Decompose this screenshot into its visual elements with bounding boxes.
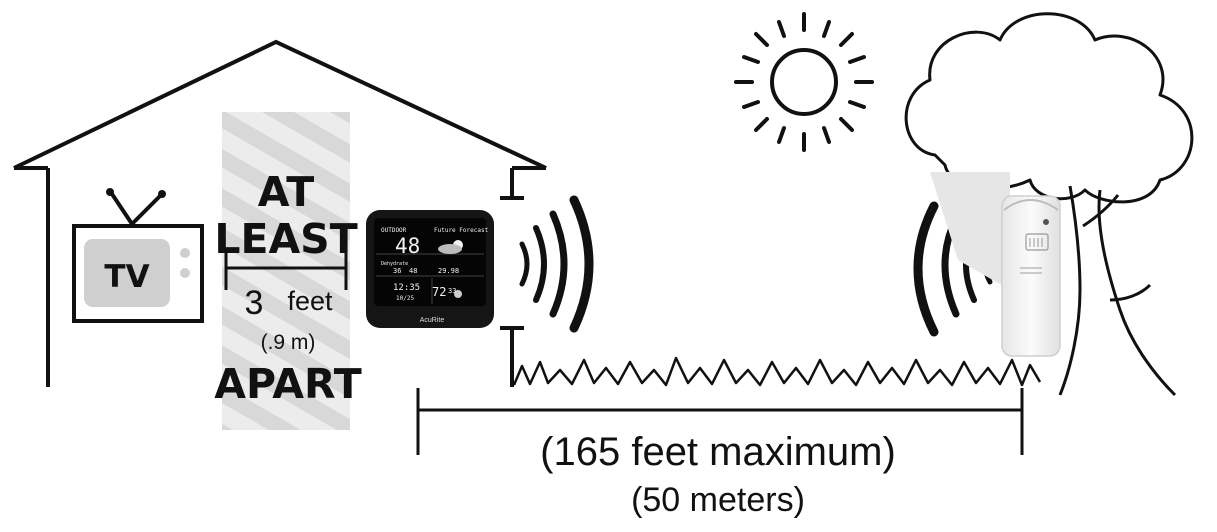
separation-distance-unit: feet <box>287 286 333 316</box>
display-indoor-hum: 33 <box>448 287 456 295</box>
sensor-shadow <box>930 172 1010 290</box>
range-metric-label: (50 meters) <box>631 481 805 519</box>
display-date: 10/25 <box>396 295 414 302</box>
range-dimension <box>416 388 1024 455</box>
separation-metric: (.9 m) <box>261 331 316 354</box>
tv-icon <box>72 188 204 323</box>
moon-icon <box>454 290 462 298</box>
tv-label: TV <box>104 259 149 295</box>
display-indoor-temp: 72 <box>432 285 446 299</box>
forecast-cloud-icon <box>438 240 463 254</box>
separation-line-last: APART <box>214 360 361 408</box>
separation-distance-number: 3 <box>245 284 264 322</box>
separation-line-1: AT <box>258 168 315 216</box>
sun-icon <box>734 12 874 152</box>
display-time: 12:35 <box>393 283 420 293</box>
display-row2-label: Dehydrate <box>381 261 408 267</box>
display-small-a: 36 <box>393 267 401 275</box>
tv-screen <box>84 239 170 307</box>
display-forecast-label: Future Forecast <box>434 227 489 234</box>
range-max-label: (165 feet maximum) <box>540 430 896 474</box>
separation-shade <box>222 112 350 430</box>
house-outline <box>13 39 547 387</box>
display-pressure: 29.98 <box>438 267 459 275</box>
display-console <box>366 210 494 328</box>
display-outdoor-label: OUTDOOR <box>381 227 407 234</box>
display-temp: 48 <box>395 234 420 258</box>
outdoor-sensor <box>1001 195 1061 357</box>
display-brand: AcuRite <box>420 317 445 324</box>
grass-line <box>512 356 1042 387</box>
display-small-b: 48 <box>409 267 417 275</box>
separation-line-2: LEAST <box>214 215 357 263</box>
tree-icon <box>904 12 1194 397</box>
display-signal-waves-icon <box>519 195 594 333</box>
separation-dimension <box>224 252 348 290</box>
sensor-led-icon <box>1043 219 1049 225</box>
